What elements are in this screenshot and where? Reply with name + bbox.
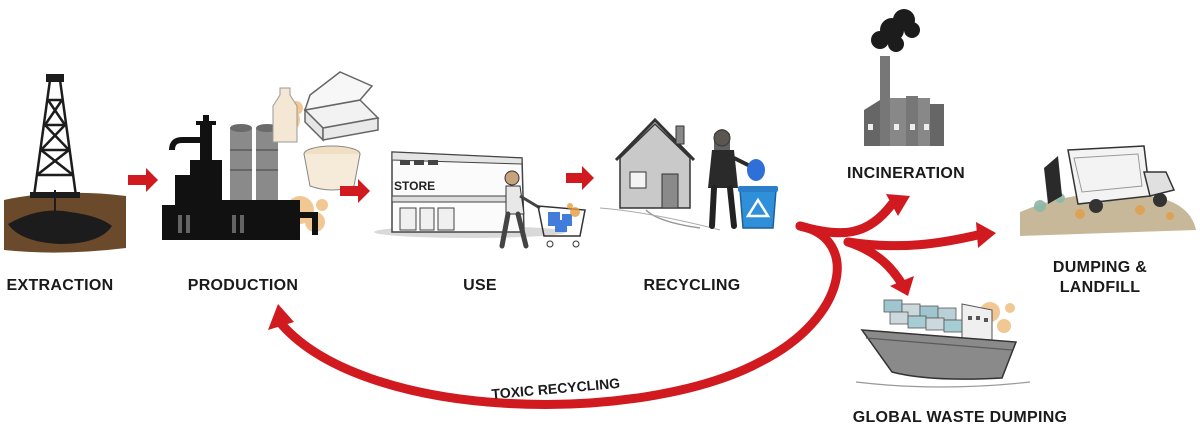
woman-recycling-icon: [708, 129, 765, 229]
factory-icon: [162, 101, 328, 240]
toxic-recycling-arrow: [273, 221, 842, 409]
cargo-ship-icon: [855, 299, 1031, 388]
global-dumping-arrow: [843, 237, 907, 289]
flow-arrow-1: [128, 168, 158, 192]
stage-label-dumping-landfill: DUMPING & LANDFILL: [1053, 258, 1147, 298]
arrow-heads: [268, 194, 996, 330]
shopper-icon: [499, 170, 586, 249]
stage-label-use: USE: [463, 277, 497, 294]
landfill-truck-icon: [1020, 145, 1196, 236]
stage-label-extraction: EXTRACTION: [6, 277, 114, 294]
stage-label-production: PRODUCTION: [187, 277, 299, 294]
dumping-line-2: LANDFILL: [1059, 279, 1141, 296]
house-icon: [599, 117, 721, 231]
waste-flow-arrows: [273, 199, 987, 409]
oil-derrick-icon: [4, 74, 126, 253]
smokestack-icon: [864, 9, 944, 146]
store-icon: STORE: [374, 151, 566, 238]
dumping-line-1: DUMPING &: [1052, 259, 1148, 276]
landfill-arrow: [843, 229, 987, 251]
stage-label-recycling: RECYCLING: [643, 277, 741, 294]
incineration-arrow: [795, 199, 897, 238]
store-sign: STORE: [394, 179, 435, 193]
recycle-bin-icon: [738, 186, 778, 229]
flow-arrow-3: [566, 166, 594, 190]
flow-arrow-2: [340, 179, 370, 203]
stage-label-global-waste-dumping: GLOBAL WASTE DUMPING: [852, 409, 1068, 426]
plastic-products-icon: [272, 71, 380, 191]
stage-label-incineration: INCINERATION: [847, 165, 965, 182]
